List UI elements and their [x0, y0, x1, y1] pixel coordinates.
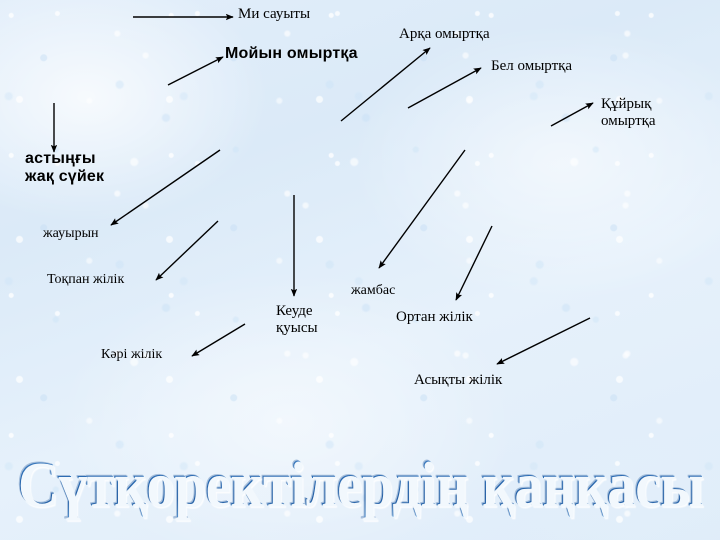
- label-astyngy-zhaq: астыңғы жақ сүйек: [25, 150, 105, 185]
- label-ortan-zhilik: Ортан жілік: [396, 309, 473, 325]
- label-arqa-omyrtqa: Арқа омыртқа: [399, 26, 490, 42]
- label-kari-zhilik: Кәрі жілік: [101, 347, 163, 362]
- arrow-asyqty-zhilik: [496, 317, 591, 365]
- label-asyqty-zhilik: Асықты жілік: [414, 372, 503, 388]
- arrow-ortan-zhilik: [455, 225, 493, 301]
- label-zhambas: жамбас: [351, 283, 396, 298]
- arrow-quiryq-omyrtqa: [550, 102, 594, 127]
- label-toqpan-zhilik: Тоқпан жілік: [47, 272, 125, 287]
- arrow-zhauyryn: [110, 149, 221, 226]
- label-moiyn-omyrtqa: Мойын омыртқа: [225, 45, 358, 62]
- arrow-arqa-omyrtqa: [340, 47, 431, 122]
- label-keude-quysy: Кеуде қуысы: [276, 303, 318, 336]
- slide-title: Сүтқоректілердің қаңқасы: [0, 452, 720, 517]
- label-quiryq-omyrtqa: Құйрық омыртқа: [601, 96, 656, 129]
- arrow-kari-zhilik: [191, 323, 246, 357]
- leader-lines: [50, 13, 594, 365]
- arrow-zhambas: [378, 149, 466, 269]
- arrow-toqpan-zhilik: [155, 220, 219, 281]
- arrow-moiyn-omyrtqa: [167, 56, 224, 86]
- label-bel-omyrtqa: Бел омыртқа: [491, 58, 573, 74]
- label-zhauyryn: жауырын: [43, 226, 99, 241]
- arrow-bel-omyrtqa: [407, 67, 482, 109]
- label-mi-sauyty: Ми сауыты: [238, 6, 311, 22]
